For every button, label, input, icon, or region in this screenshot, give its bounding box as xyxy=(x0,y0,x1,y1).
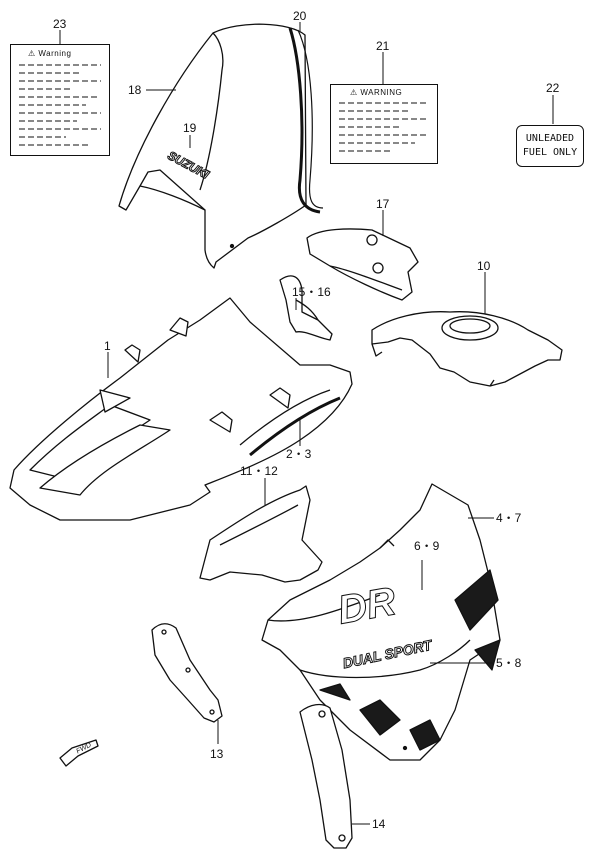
callout-15-16: 15・16 xyxy=(292,285,331,299)
warning-label-23-text-lines xyxy=(19,64,101,146)
part-15-16-clip xyxy=(279,275,333,341)
callout-2-3: 2・3 xyxy=(286,447,312,461)
warning-label-23-title: ⚠ Warning xyxy=(28,49,72,58)
unleaded-fuel-label-22: UNLEADED FUEL ONLY xyxy=(516,125,584,167)
part-13-bracket xyxy=(151,623,223,723)
part-1-rear-fender xyxy=(9,297,353,521)
unleaded-line-2: FUEL ONLY xyxy=(522,147,578,158)
callout-21: 21 xyxy=(376,39,390,53)
part-4-7-shroud xyxy=(261,483,501,761)
warning-label-23 xyxy=(10,44,110,156)
callout-6-9: 6・9 xyxy=(414,539,440,553)
callout-20: 20 xyxy=(293,9,307,23)
callout-4-7: 4・7 xyxy=(496,511,522,525)
callout-18: 18 xyxy=(128,83,142,97)
callout-5-8: 5・8 xyxy=(496,656,522,670)
warning-label-21 xyxy=(330,84,438,164)
callout-11-12: 11・12 xyxy=(240,464,278,478)
callout-17: 17 xyxy=(376,197,390,211)
callout-14: 14 xyxy=(372,817,386,831)
part-17-bracket xyxy=(306,228,419,301)
part-11-12-side-panel xyxy=(199,485,323,583)
fwd-arrow-icon xyxy=(59,739,99,767)
part-14-lower-plate xyxy=(299,703,353,849)
warning-label-21-title: ⚠ WARNING xyxy=(350,88,403,97)
unleaded-line-1: UNLEADED xyxy=(525,133,575,144)
part-10-tank-cover xyxy=(371,311,563,387)
part-18-number-plate xyxy=(118,23,324,269)
callout-23: 23 xyxy=(53,17,67,31)
leader-lines xyxy=(59,22,554,825)
warning-label-21-text-lines xyxy=(339,102,429,152)
callout-13: 13 xyxy=(210,747,224,761)
callout-10: 10 xyxy=(477,259,491,273)
callout-22: 22 xyxy=(546,81,560,95)
callout-1: 1 xyxy=(104,339,111,353)
callout-19: 19 xyxy=(183,121,197,135)
